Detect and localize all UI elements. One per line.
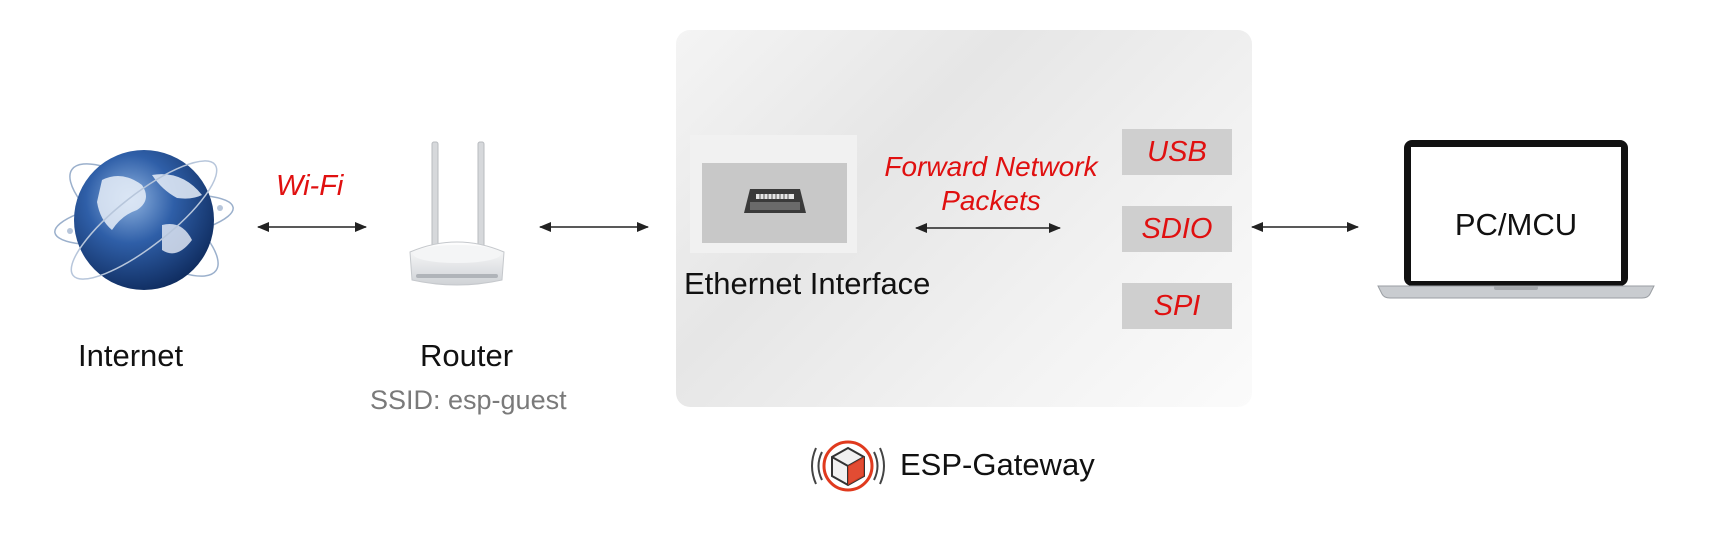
forward-packets-label: Forward Network Packets: [866, 150, 1116, 218]
interface-spi: SPI: [1122, 283, 1232, 329]
ethernet-label: Ethernet Interface: [684, 266, 931, 301]
interface-sdio: SDIO: [1122, 206, 1232, 252]
wifi-label: Wi-Fi: [276, 170, 344, 202]
router-icon: [409, 141, 505, 286]
laptop-icon: [1377, 140, 1655, 299]
router-ssid: SSID: esp-guest: [370, 385, 567, 415]
ethernet-port-icon: [744, 189, 806, 213]
interface-usb: USB: [1122, 129, 1232, 175]
ethernet-card: [690, 135, 857, 253]
forward-packets-line2: Packets: [941, 185, 1041, 216]
esp-gateway-logo-icon: [811, 440, 885, 492]
globe-icon: [54, 150, 234, 290]
esp-gateway-label: ESP-Gateway: [900, 447, 1095, 482]
internet-label: Internet: [78, 338, 184, 373]
pc-label: PC/MCU: [1454, 207, 1578, 242]
forward-packets-line1: Forward Network: [884, 151, 1098, 182]
router-label: Router: [420, 338, 514, 373]
